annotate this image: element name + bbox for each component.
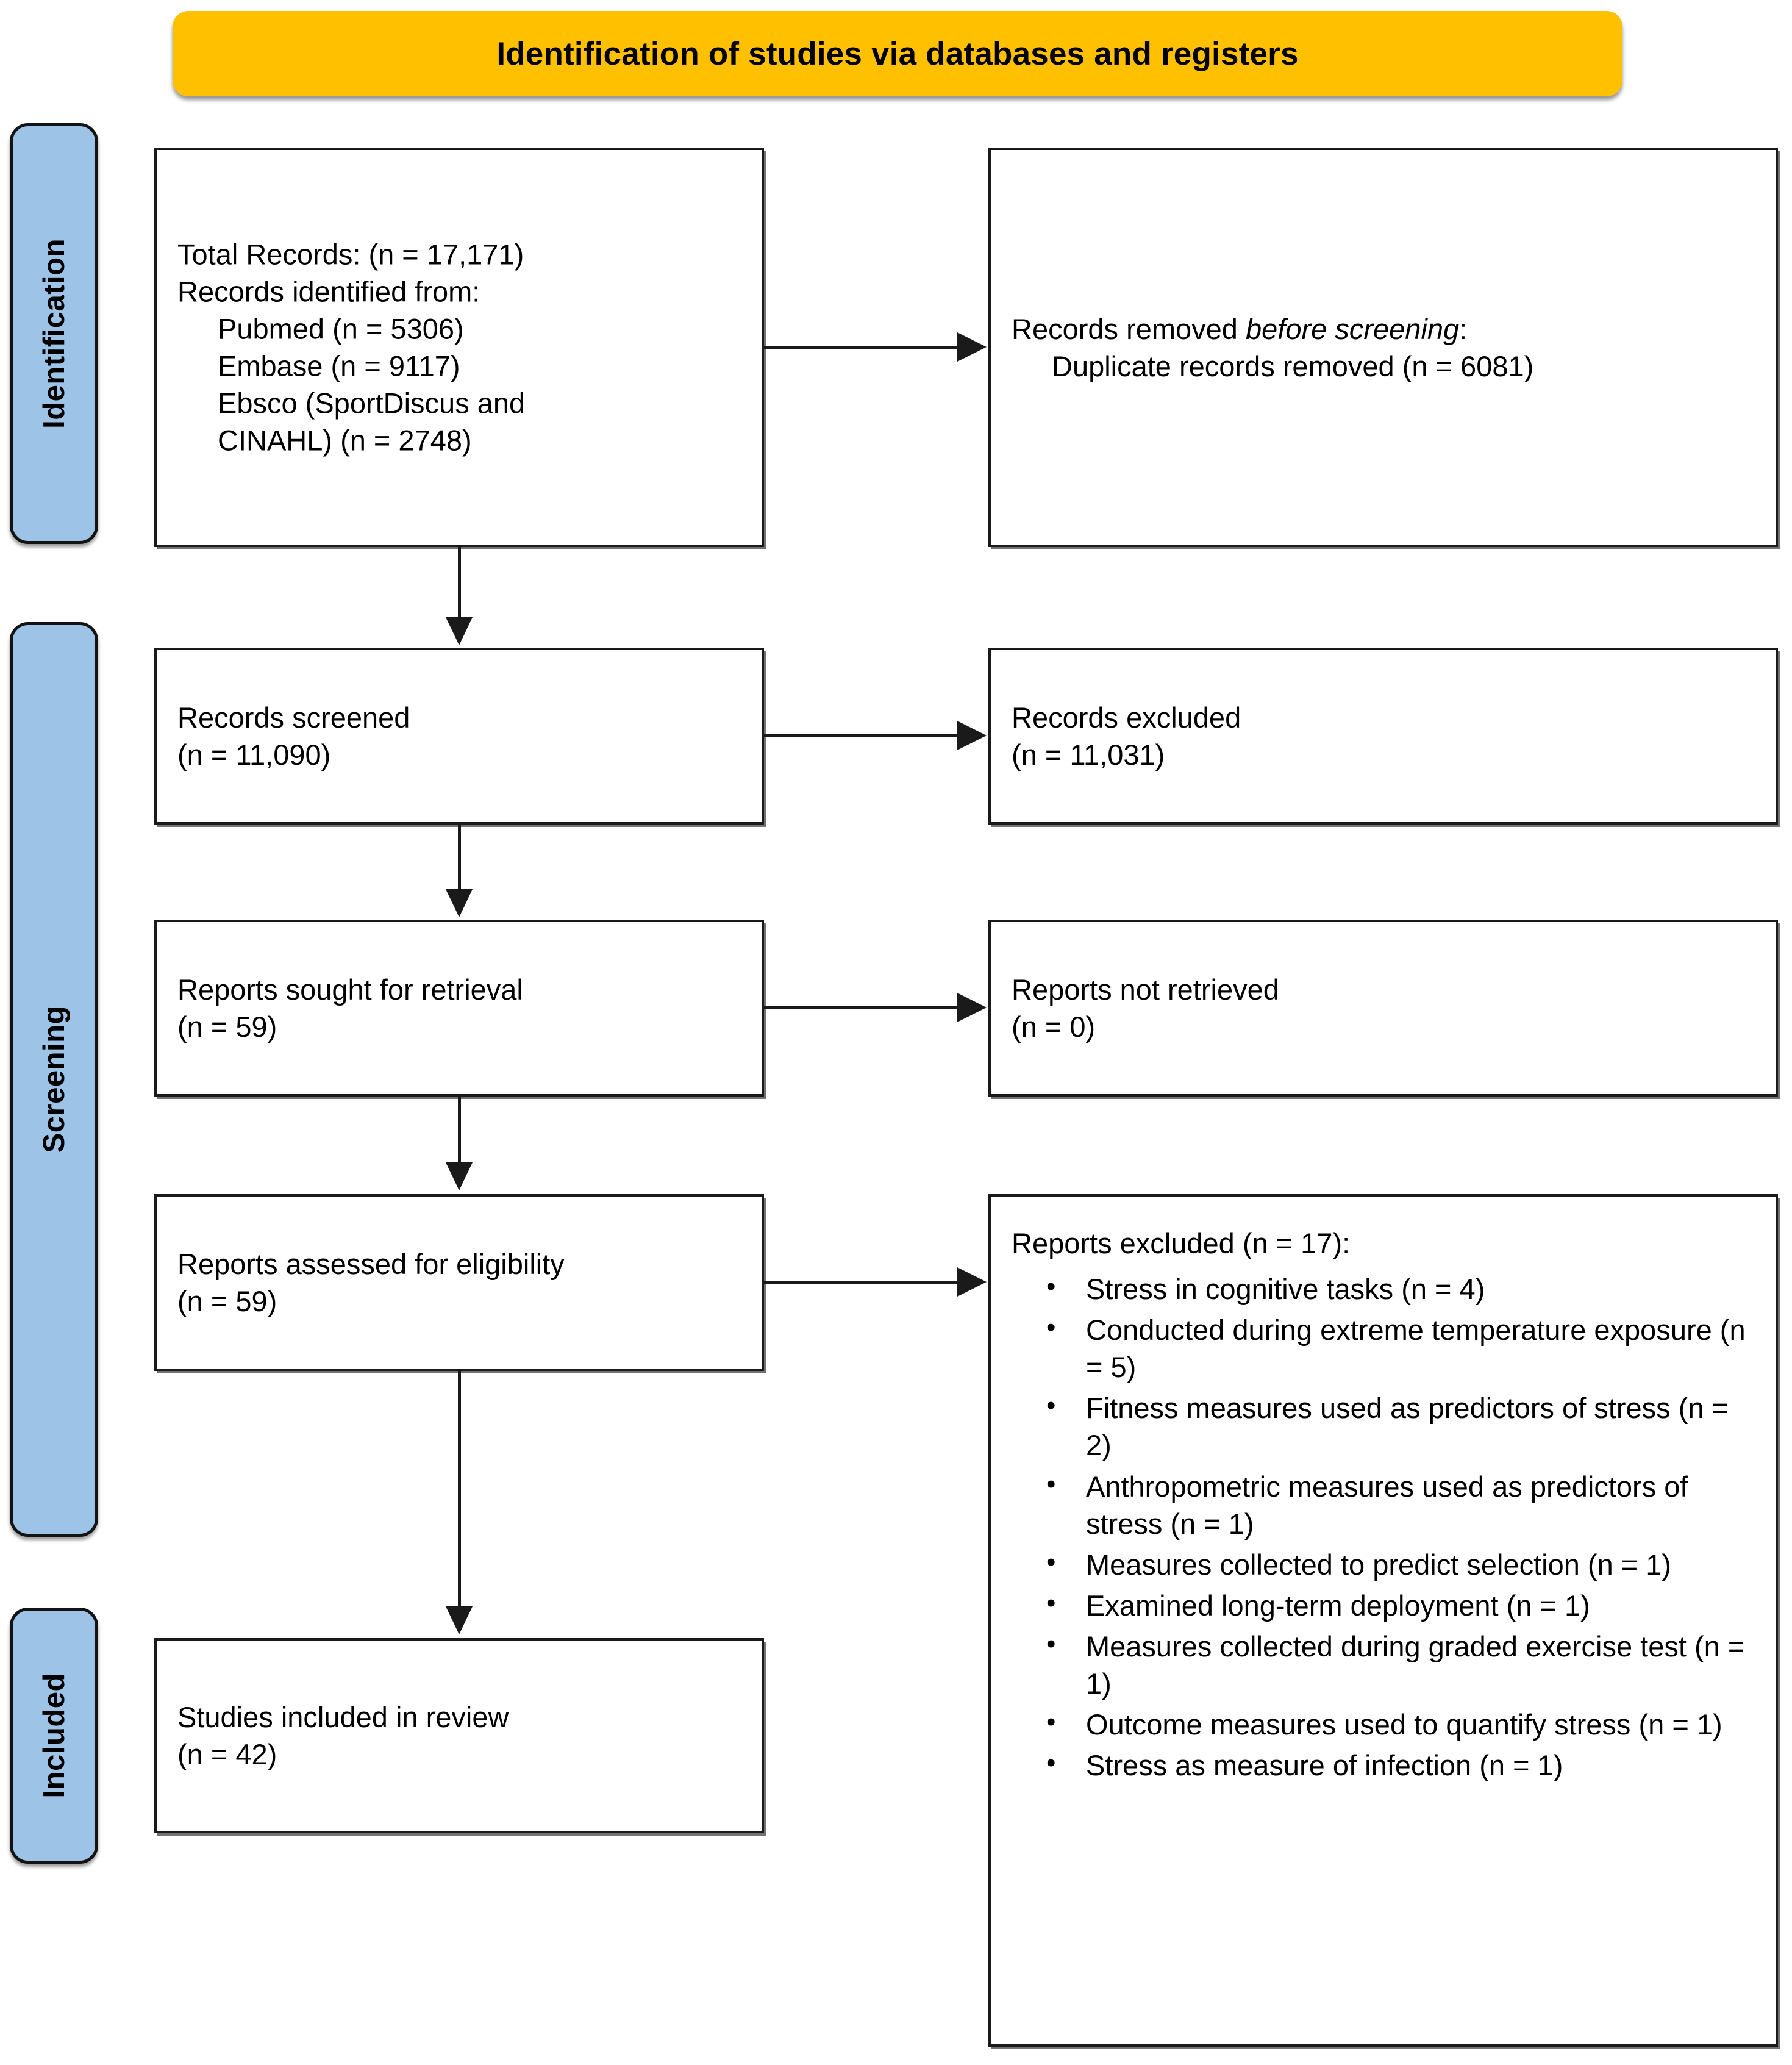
reports-excluded-reason: Examined long-term deployment (n = 1) bbox=[1012, 1586, 1760, 1624]
reports-excluded-heading: Reports excluded (n = 17): bbox=[1012, 1227, 1351, 1259]
connector-assessed-to-reportsexcluded bbox=[764, 1281, 959, 1284]
arrowhead-right-icon bbox=[957, 721, 987, 750]
box-records-screened: Records screened (n = 11,090) bbox=[154, 648, 764, 825]
stage-tab-screening-label: Screening bbox=[37, 1006, 71, 1153]
connector-screened-to-excluded bbox=[764, 734, 959, 737]
box-reports-assessed-for-eligibility: Reports assessed for eligibility (n = 59… bbox=[154, 1194, 764, 1371]
box-records-identified: Total Records: (n = 17,171) Records iden… bbox=[154, 148, 764, 547]
stage-tab-included: Included bbox=[10, 1608, 98, 1864]
records-excluded-count: (n = 11,031) bbox=[1012, 739, 1165, 771]
connector-identified-to-screened bbox=[458, 547, 461, 620]
connector-sought-to-assessed bbox=[458, 1097, 461, 1165]
arrowhead-right-icon bbox=[957, 332, 987, 362]
reports-excluded-reason: Stress in cognitive tasks (n = 4) bbox=[1012, 1269, 1760, 1308]
diagram-header-banner: Identification of studies via databases … bbox=[173, 11, 1622, 96]
records-identified-from-label: Records identified from: bbox=[177, 275, 480, 308]
studies-included-count: (n = 42) bbox=[177, 1738, 277, 1770]
reports-excluded-reason: Fitness measures used as predictors of s… bbox=[1012, 1388, 1760, 1464]
records-identified-total: Total Records: (n = 17,171) bbox=[177, 238, 524, 271]
arrowhead-right-icon bbox=[957, 1267, 987, 1297]
box-reports-excluded: Reports excluded (n = 17): Stress in cog… bbox=[988, 1194, 1778, 2047]
box-studies-included-in-review: Studies included in review (n = 42) bbox=[154, 1638, 764, 1833]
reports-excluded-reason: Measures collected during graded exercis… bbox=[1012, 1627, 1760, 1702]
reports-excluded-reason: Conducted during extreme temperature exp… bbox=[1012, 1310, 1760, 1386]
records-source-ebsco-line1: Ebsco (SportDiscus and bbox=[218, 387, 526, 420]
records-screened-label: Records screened bbox=[177, 701, 410, 734]
box-records-removed-before-screening: Records removed before screening: Duplic… bbox=[988, 148, 1778, 547]
records-removed-label-prefix: Records removed bbox=[1012, 312, 1246, 345]
stage-tab-screening: Screening bbox=[10, 622, 98, 1537]
reports-sought-label: Reports sought for retrieval bbox=[177, 973, 523, 1006]
stage-tab-identification: Identification bbox=[10, 123, 98, 544]
box-reports-sought-for-retrieval: Reports sought for retrieval (n = 59) bbox=[154, 920, 764, 1097]
stage-tab-included-label: Included bbox=[37, 1673, 71, 1798]
connector-identified-to-removed bbox=[764, 346, 959, 349]
arrowhead-down-icon bbox=[446, 1606, 473, 1634]
reports-excluded-reason: Stress as measure of infection (n = 1) bbox=[1012, 1745, 1760, 1784]
connector-assessed-to-included bbox=[458, 1371, 461, 1609]
arrowhead-down-icon bbox=[446, 617, 473, 645]
reports-excluded-reason: Measures collected to predict selection … bbox=[1012, 1545, 1760, 1583]
connector-screened-to-sought bbox=[458, 825, 461, 892]
records-source-embase: Embase (n = 9117) bbox=[218, 349, 460, 382]
connector-sought-to-notretrieved bbox=[764, 1006, 959, 1009]
stage-tab-identification-label: Identification bbox=[37, 238, 71, 429]
records-removed-label-italic: before screening bbox=[1246, 312, 1460, 345]
reports-sought-count: (n = 59) bbox=[177, 1011, 277, 1043]
box-records-excluded: Records excluded (n = 11,031) bbox=[988, 648, 1778, 825]
arrowhead-down-icon bbox=[446, 1162, 473, 1190]
records-source-ebsco-line2: CINAHL) (n = 2748) bbox=[218, 424, 472, 457]
records-screened-count: (n = 11,090) bbox=[177, 739, 331, 771]
records-source-pubmed: Pubmed (n = 5306) bbox=[218, 312, 464, 345]
reports-excluded-reason-list: Stress in cognitive tasks (n = 4)Conduct… bbox=[1012, 1269, 1760, 1784]
reports-not-retrieved-count: (n = 0) bbox=[1012, 1011, 1096, 1043]
reports-not-retrieved-label: Reports not retrieved bbox=[1012, 973, 1279, 1006]
reports-assessed-count: (n = 59) bbox=[177, 1285, 277, 1317]
arrowhead-right-icon bbox=[957, 993, 987, 1022]
reports-assessed-label: Reports assessed for eligibility bbox=[177, 1247, 565, 1280]
reports-excluded-reason: Outcome measures used to quantify stress… bbox=[1012, 1705, 1760, 1743]
records-removed-label-suffix: : bbox=[1459, 312, 1468, 345]
duplicate-records-removed: Duplicate records removed (n = 6081) bbox=[1052, 349, 1534, 382]
studies-included-label: Studies included in review bbox=[177, 1700, 509, 1733]
records-excluded-label: Records excluded bbox=[1012, 701, 1241, 734]
box-reports-not-retrieved: Reports not retrieved (n = 0) bbox=[988, 920, 1778, 1097]
reports-excluded-reason: Anthropometric measures used as predicto… bbox=[1012, 1467, 1760, 1542]
arrowhead-down-icon bbox=[446, 889, 473, 917]
diagram-title: Identification of studies via databases … bbox=[496, 35, 1299, 72]
